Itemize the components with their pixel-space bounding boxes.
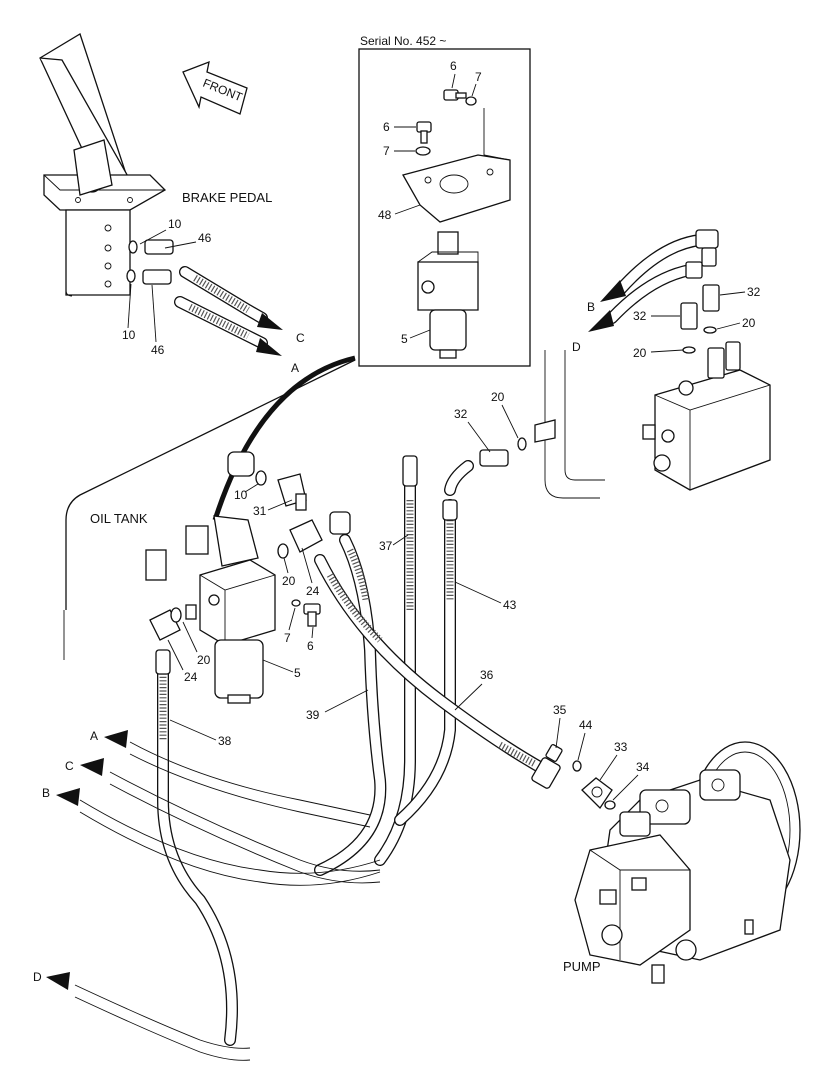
valve-hoses [588,229,720,354]
callout-37: 37 [379,539,393,553]
callout-32-center: 32 [454,407,468,421]
connector-d-bottom: D [33,970,42,984]
callout-31: 31 [253,504,267,518]
valve-block [534,341,771,499]
connector-c-top: C [296,331,305,345]
callout-10-top: 10 [168,217,182,231]
connector-a-top: A [291,361,299,375]
oil-tank-label: OIL TANK [90,511,148,526]
hydraulic-pump [574,741,801,984]
callout-46-bottom: 46 [151,343,165,357]
callout-20-center: 20 [491,390,505,404]
callout-24-filter-left: 24 [184,670,198,684]
serial-detail-box [358,48,531,367]
hose-bundle [74,455,551,1061]
pedal-fittings [126,239,283,356]
brake-pedal-label: BRAKE PEDAL [182,190,272,205]
callout-36: 36 [480,668,494,682]
callout-10-center: 10 [234,488,248,502]
callout-7-serial-upper: 7 [475,70,482,84]
connector-a-bottom: A [90,729,98,743]
callout-33: 33 [614,740,628,754]
callout-48: 48 [378,208,392,222]
pump-fittings [531,744,616,810]
center-fittings [227,437,527,553]
detail-leader-curve [212,355,356,521]
callout-6-serial-upper: 6 [450,59,457,73]
callout-6-serial-lower: 6 [383,120,390,134]
callout-32-right-upper: 32 [747,285,761,299]
main-line-filter [145,515,321,704]
callout-5-serial: 5 [401,332,408,346]
connector-c-bottom: C [65,759,74,773]
serial-detail-parts [402,89,511,359]
callout-20-right-lower: 20 [633,346,647,360]
callout-20-right-upper: 20 [742,316,756,330]
connector-b-right: B [587,300,595,314]
connector-d-right: D [572,340,581,354]
pump-label: PUMP [563,959,601,974]
connector-b-bottom: B [42,786,50,800]
outlet-arrows [46,730,128,990]
callout-6-filter: 6 [307,639,314,653]
oil-tank-outline [65,359,356,610]
callout-35: 35 [553,703,567,717]
callout-24-filter-right: 24 [306,584,320,598]
callout-43: 43 [503,598,517,612]
callout-5-filter: 5 [294,666,301,680]
callout-44: 44 [579,718,593,732]
callout-46-top: 46 [198,231,212,245]
callout-38: 38 [218,734,232,748]
callout-20-filter-right: 20 [282,574,296,588]
callout-7-serial-lower: 7 [383,144,390,158]
front-direction-arrow: FRONT [182,60,248,115]
callout-32-right-lower: 32 [633,309,647,323]
brake-pedal-assembly [39,33,167,297]
callout-34: 34 [636,760,650,774]
callout-7-filter: 7 [284,631,291,645]
callout-20-filter-left: 20 [197,653,211,667]
serial-number-label: Serial No. 452 ~ [360,34,446,48]
callout-10-bottom: 10 [122,328,136,342]
callout-39: 39 [306,708,320,722]
